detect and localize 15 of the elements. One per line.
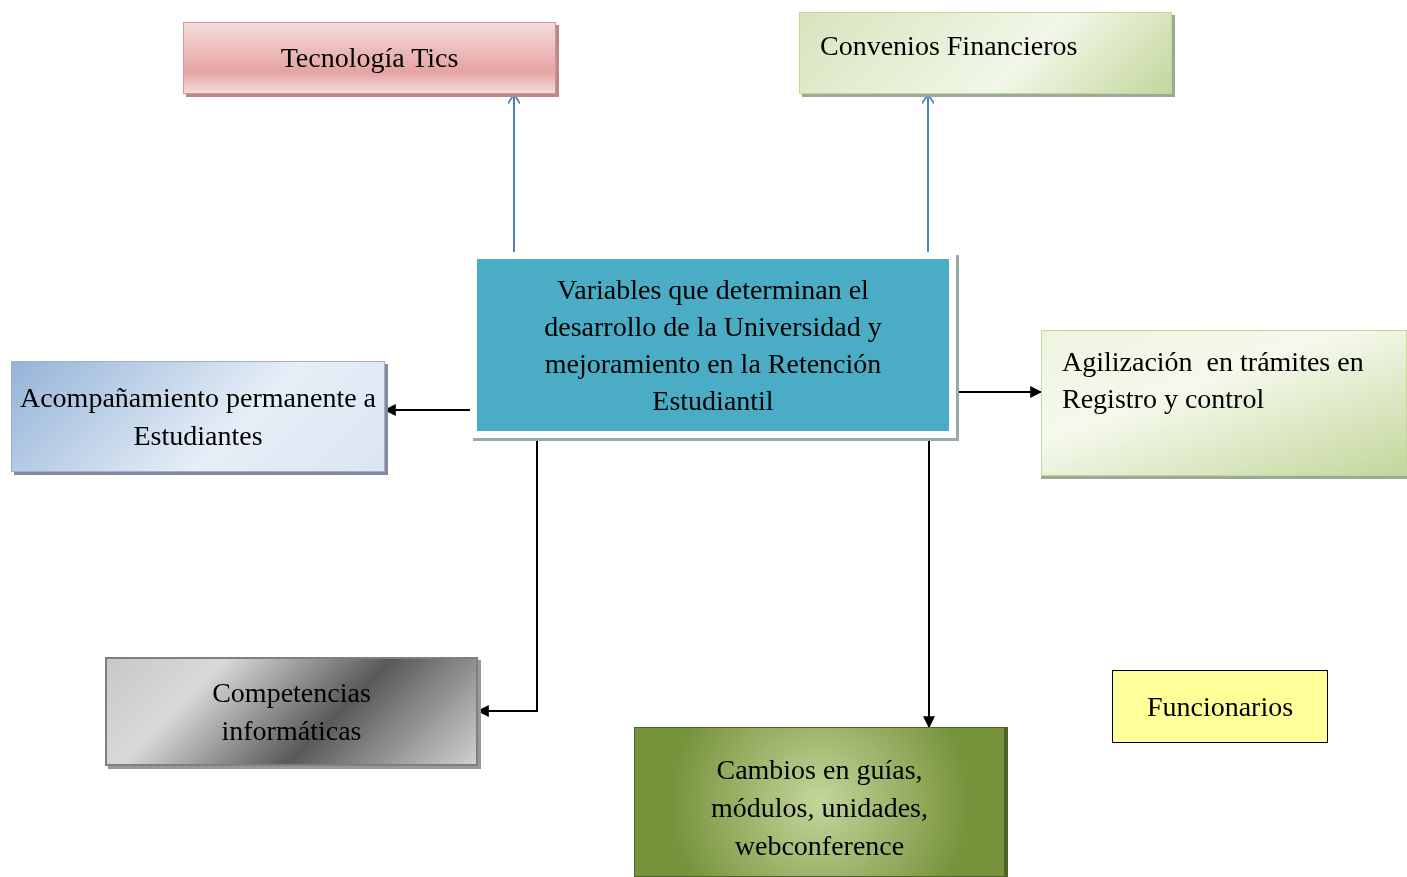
- node-text: Cambios en guías, módulos, unidades, webconference: [710, 753, 929, 863]
- node-text: Funcionarios: [1146, 689, 1294, 724]
- node-text: Agilización en trámites en Registro y control: [1061, 345, 1365, 416]
- node-text: Tecnología Tics: [280, 41, 459, 75]
- process-box: [1041, 330, 1407, 476]
- process-box: [105, 657, 478, 766]
- process-box: [11, 361, 385, 472]
- process-box: [1112, 670, 1328, 743]
- process-box: [799, 12, 1172, 94]
- process-box: [634, 727, 1005, 877]
- node-text: Variables que determinan el desarrollo de la Universidad y mejoramiento en la Retención Estudiantil: [543, 273, 883, 418]
- process-box: [183, 22, 556, 94]
- node-text: Convenios Financieros: [819, 29, 1078, 63]
- node-text: Competencias informáticas: [211, 675, 372, 748]
- node-text: Acompañamiento permanente a Estudiantes: [18, 380, 378, 453]
